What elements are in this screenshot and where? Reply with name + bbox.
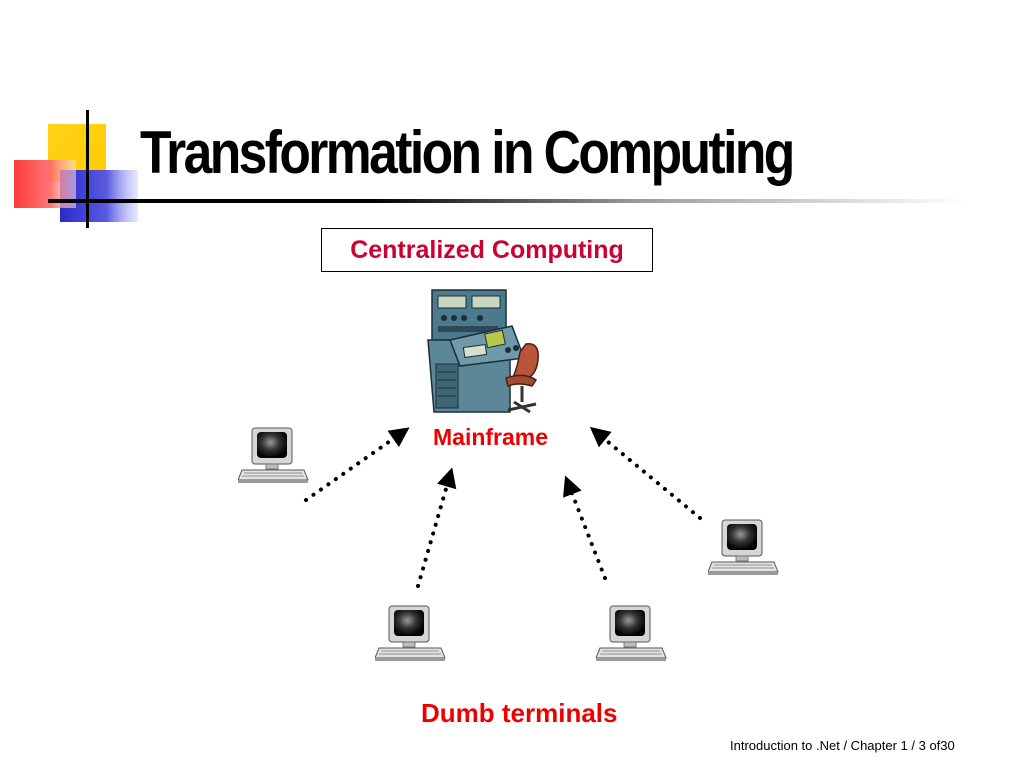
- slide-footer: Introduction to .Net / Chapter 1 / 3 of3…: [730, 738, 955, 753]
- arrow-bottom-right-terminal: [563, 475, 607, 580]
- terminal-right: [707, 518, 780, 576]
- arrow-bottom-left-terminal: [416, 467, 457, 588]
- computer-terminal-icon: [374, 605, 446, 661]
- title-rule: [48, 199, 968, 203]
- computer-terminal-icon: [707, 519, 779, 575]
- computer-terminal-icon: [237, 427, 309, 483]
- dumb-terminals-label: Dumb terminals: [421, 698, 618, 728]
- mainframe-console-icon: [427, 289, 539, 414]
- decorative-corner-squares: [14, 110, 138, 228]
- mainframe-label: Mainframe: [433, 424, 549, 450]
- terminal-bottom-right: [595, 604, 668, 662]
- centralized-computing-label: Centralized Computing: [321, 228, 653, 272]
- terminal-bottom-left: [374, 604, 447, 662]
- arrow-left-terminal: [304, 427, 410, 502]
- slide-title: Transformation in Computing: [140, 119, 795, 186]
- computer-terminal-icon: [595, 605, 667, 661]
- arrow-right-terminal: [589, 426, 702, 520]
- terminal-left: [237, 426, 310, 484]
